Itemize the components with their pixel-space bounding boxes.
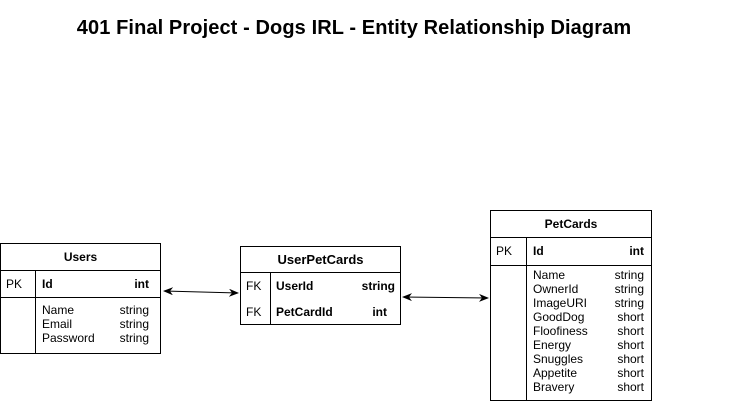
field-name: Floofiness (533, 324, 588, 338)
field-name: Password (42, 331, 95, 345)
petcards-pk-key: PK (491, 238, 527, 265)
field-type: string (361, 279, 395, 293)
petcards-field: Floofiness short (533, 324, 644, 338)
field-name: OwnerId (533, 282, 579, 296)
petcards-field: ImageURI string (533, 296, 644, 310)
users-userpetcards-connector[interactable] (163, 287, 239, 297)
users-field: Name string (42, 303, 149, 317)
users-entity-name: Users (1, 244, 160, 271)
users-key-cell (1, 298, 36, 353)
users-field-list: Name string Email string Password string (36, 298, 160, 353)
petcards-field: Name string (533, 268, 644, 282)
petcards-entity[interactable]: PetCards PK Id int Name string OwnerId str… (490, 210, 652, 401)
field-name: GoodDog (533, 310, 585, 324)
users-entity[interactable]: Users PK Id int Name string Email string… (0, 243, 161, 354)
petcards-pk-field: Id int (527, 238, 651, 265)
petcards-pk-field-type: int (629, 244, 644, 258)
users-field: Email string (42, 317, 149, 331)
petcards-field: Snuggles short (533, 352, 644, 366)
users-pk-field-type: int (134, 277, 149, 291)
users-pk-field: Id int (36, 271, 160, 297)
field-type: short (617, 366, 644, 380)
field-name: Name (42, 303, 75, 317)
petcards-field: GoodDog short (533, 310, 644, 324)
field-name: ImageURI (533, 296, 588, 310)
field-name: Name (533, 268, 566, 282)
field-name: Snuggles (533, 352, 584, 366)
field-type: short (617, 352, 644, 366)
petcards-field: Energy short (533, 338, 644, 352)
userpetcards-field: PetCardId int (276, 305, 395, 319)
field-type: string (614, 296, 644, 310)
field-name: Email (42, 317, 73, 331)
petcards-field: Appetite short (533, 366, 644, 380)
field-name: Bravery (533, 380, 575, 394)
userpetcards-entity-name: UserPetCards (241, 247, 400, 273)
userpetcards-field: UserId string (276, 279, 395, 293)
field-type: short (617, 338, 644, 352)
field-type: short (617, 380, 644, 394)
field-type: string (614, 268, 644, 282)
userpetcards-key-column: FK FK (241, 273, 271, 325)
field-type: short (617, 310, 644, 324)
field-type: short (617, 324, 644, 338)
petcards-key-cell (491, 266, 527, 400)
users-field: Password string (42, 331, 149, 345)
field-type: string (119, 317, 149, 331)
fk-key: FK (246, 279, 262, 293)
petcards-pk-field-name: Id (533, 244, 544, 258)
field-type: int (372, 305, 387, 319)
field-name: Energy (533, 338, 572, 352)
field-name: UserId (276, 279, 314, 293)
userpetcards-field-list: UserId string PetCardId int (271, 273, 400, 325)
userpetcards-petcards-connector[interactable] (402, 293, 489, 302)
users-pk-field-name: Id (42, 277, 53, 291)
field-name: Appetite (533, 366, 578, 380)
diagram-title: 401 Final Project - Dogs IRL - Entity Re… (76, 17, 632, 39)
field-type: string (119, 303, 149, 317)
users-pk-key: PK (1, 271, 36, 297)
field-type: string (614, 282, 644, 296)
petcards-field: OwnerId string (533, 282, 644, 296)
fk-key: FK (246, 305, 262, 319)
userpetcards-entity[interactable]: UserPetCards FK FK UserId string PetCard… (240, 246, 401, 325)
field-name: PetCardId (276, 305, 333, 319)
petcards-field: Bravery short (533, 380, 644, 394)
petcards-entity-name: PetCards (491, 211, 651, 238)
field-type: string (119, 331, 149, 345)
